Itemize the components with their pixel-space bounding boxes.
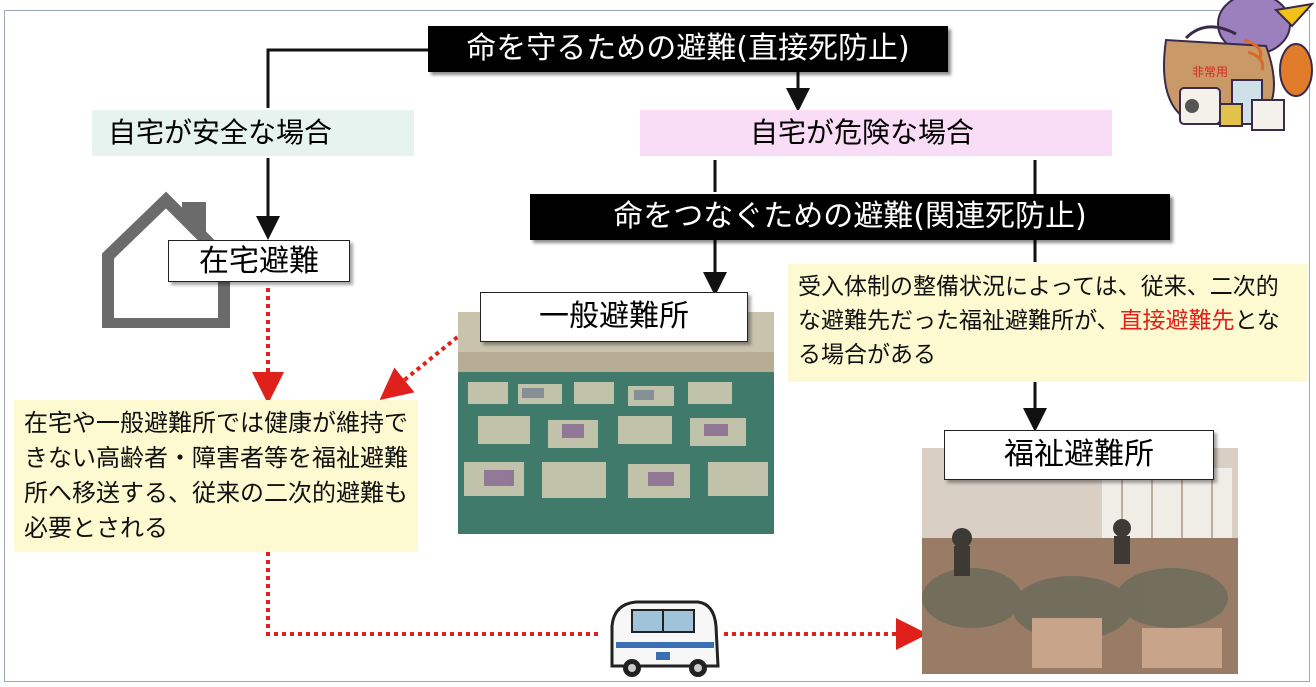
mascot-emergency-bag-icon: 非常用 <box>1163 0 1314 131</box>
diagram-frame <box>4 10 1310 682</box>
bag-label: 非常用 <box>1192 65 1228 79</box>
welfare-shelter-box: 福祉避難所 <box>944 430 1214 480</box>
connect-evac-label: 命をつなぐための避難(関連死防止) <box>530 194 1170 240</box>
secondary-evac-note: 在宅や一般避難所では健康が維持できない高齢者・障害者等を福祉避難所へ移送する、従… <box>14 400 418 552</box>
dotted-note-to-welfare <box>266 552 600 636</box>
note-text-part2: となる場合がある <box>798 308 1280 368</box>
house-icon <box>102 191 230 328</box>
general-shelter-photo <box>458 312 774 534</box>
title-direct-evac: 命を守るための避難(直接死防止) <box>428 26 948 72</box>
note-highlight: 直接避難先 <box>1119 308 1235 334</box>
danger-home-label: 自宅が危険な場合 <box>640 110 1112 156</box>
home-evac-box: 在宅避難 <box>168 240 350 282</box>
welfare-shelter-photo <box>922 448 1238 674</box>
general-shelter-box: 一般避難所 <box>480 292 748 342</box>
line-title-to-safe <box>266 48 428 108</box>
van-icon <box>610 600 720 677</box>
note-text-part1: 受入体制の整備状況によっては、従来、二次的な避難先だった福祉避難所が、 <box>798 274 1279 334</box>
safe-home-label: 自宅が安全な場合 <box>92 110 414 156</box>
direct-welfare-note: 受入体制の整備状況によっては、従来、二次的な避難先だった福祉避難所が、直接避難先… <box>788 264 1308 382</box>
